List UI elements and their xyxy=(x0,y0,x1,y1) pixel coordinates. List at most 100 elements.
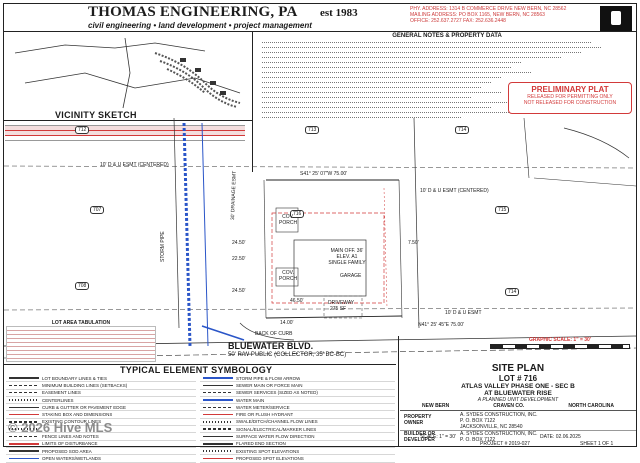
graphic-scale: GRAPHIC SCALE: 1" = 30' xyxy=(490,337,630,349)
legend-symbol xyxy=(9,384,39,387)
lot-number-label: 712 xyxy=(75,126,90,134)
legend-label: CURB & GUTTER OR PAVEMENT EDGE xyxy=(42,404,127,410)
lot-number-label: 707 xyxy=(90,206,105,214)
preliminary-plat-stamp: PRELIMINARY PLAT RELEASED FOR PERMITTING… xyxy=(508,82,632,114)
stamp-line: NOT RELEASED FOR CONSTRUCTION xyxy=(523,100,617,106)
legend-symbol xyxy=(203,435,233,438)
general-notes: GENERAL NOTES & PROPERTY DATA xyxy=(262,33,632,143)
firm-address: PHY. ADDRESS: 1314 B COMMERCE DRIVE NEW … xyxy=(410,6,610,24)
lot-number-label: 708 xyxy=(75,282,90,290)
legend-row: LIMITS OF DISTURBANCE xyxy=(6,441,196,448)
legend-row: WATER MAIN xyxy=(200,397,395,405)
drainage-esmt-line xyxy=(201,122,209,347)
legend-symbol xyxy=(203,421,233,423)
legend-row: CENTERLINES xyxy=(6,397,196,405)
legend-label: FENCE LINES AND NOTES xyxy=(42,434,99,440)
driveway-area-label: 275 SF xyxy=(330,306,347,312)
legend-row: EASEMENT LINES xyxy=(6,390,196,397)
vicinity-map xyxy=(5,33,245,111)
legend-symbol xyxy=(9,443,39,445)
storm-pipe-label: STORM PIPE xyxy=(160,231,166,262)
curb-return xyxy=(239,322,295,341)
legend-row: STORM PIPE & FLOW ARROW xyxy=(200,375,395,383)
legend-label: SEWER SERVICES (SIZED AS NOTED) xyxy=(236,390,318,396)
symbology-left-list: LOT BOUNDARY LINES & TIES MINIMUM BUILDI… xyxy=(6,375,196,463)
legend-label: EASEMENT LINES xyxy=(42,390,81,396)
legend-row: STAKING BOX AND DIMENSIONS xyxy=(6,411,196,419)
symbology-right-list: STORM PIPE & FLOW ARROW SEWER MAIN OR FO… xyxy=(200,375,395,463)
header-divider xyxy=(4,31,636,32)
vicinity-title: VICINITY SKETCH xyxy=(55,110,137,120)
legend-row: OPEN WATERS/WETLANDS xyxy=(6,455,196,463)
subject-lot-front xyxy=(265,315,403,319)
porch-label: COV. PORCH xyxy=(279,214,298,226)
legend-label: WATER MAIN xyxy=(236,397,265,403)
legend-symbol xyxy=(9,457,39,460)
legend-symbol xyxy=(9,391,39,394)
legend-row xyxy=(6,426,196,434)
setback-line xyxy=(383,187,388,309)
cul-de-sac-curve xyxy=(563,127,630,159)
vicinity-map-graphic xyxy=(14,37,241,109)
road-description: 50' R/W PUBLIC (COLLECTOR, 35' BC-BC) xyxy=(228,352,347,358)
easement-line xyxy=(4,165,636,169)
firm-established: est 1983 xyxy=(320,7,358,19)
builder-info: A. SYDES CONSTRUCTION, INC. P. O. BOX 71… xyxy=(460,431,630,443)
legend-label: LIMITS OF DISTURBANCE xyxy=(42,441,98,447)
lot-line xyxy=(398,179,403,319)
legend-row: SIGNAL/ELECTRICAL/MARKER LINES xyxy=(200,426,395,434)
lot-number-label: 716 xyxy=(290,210,305,218)
legend-symbol xyxy=(203,443,233,445)
dimension-label: 24.50' xyxy=(232,288,246,294)
porch-label: COV. PORCH xyxy=(279,270,298,282)
address-line: PHY. ADDRESS: 1314 B COMMERCE DRIVE NEW … xyxy=(410,6,567,12)
legend-label: STORM PIPE & FLOW ARROW xyxy=(236,375,301,381)
site-plan-title: SITE PLAN xyxy=(491,363,545,374)
lot-line xyxy=(533,177,636,187)
legend-label: FLARED END SECTION xyxy=(236,441,286,447)
legend-row: SEWER SERVICES (SIZED AS NOTED) xyxy=(200,390,395,397)
dimension-label: 24.50' xyxy=(232,240,246,246)
lot-title: LOT # 716 xyxy=(498,374,538,383)
builder-address: P. O. BOX 7122 xyxy=(460,437,496,443)
lot-line xyxy=(173,118,180,329)
title-block: GRAPHIC SCALE: 1" = 30' SITE PLAN LOT # … xyxy=(400,336,636,446)
garage-label: GARAGE xyxy=(340,273,362,279)
title-block-divider xyxy=(398,336,399,446)
house-type-label: SINGLE FAMILY xyxy=(328,260,366,266)
legend-label: CENTERLINES xyxy=(42,397,74,403)
location-row: NEW BERN CRAVEN CO. NORTH CAROLINA xyxy=(400,403,636,409)
firm-name: THOMAS ENGINEERING, PA xyxy=(88,4,298,20)
legend-symbol xyxy=(9,428,39,430)
legend-row: SURFACE WATER FLOW DIRECTION xyxy=(200,433,395,441)
stamp-line: RELEASED FOR PERMITTING ONLY xyxy=(527,94,613,100)
road-centerline xyxy=(4,347,636,359)
owner-name: A. SYDES CONSTRUCTION, INC. xyxy=(460,412,538,418)
house-label: MAIN OFF. 36' ELEV. A1 SINGLE FAMILY xyxy=(322,248,372,266)
legend-row: SEWER MAIN OR FORCE MAIN xyxy=(200,382,395,390)
porch-top-outline xyxy=(275,207,299,233)
bearing-label: N41° 25' 45"E 75.00' xyxy=(418,322,464,328)
legend-label: EXISTING CONTOUR LINES xyxy=(42,419,102,425)
dimension-label: 7.50' xyxy=(408,240,419,246)
sheet-number: SHEET 1 OF 1 xyxy=(580,441,614,447)
scale-note: SCALE: 1" = 30' xyxy=(420,434,456,440)
legend-row: WATER METER/SERVICE xyxy=(200,404,395,412)
township: NEW BERN xyxy=(422,403,450,409)
graphic-scale-label: GRAPHIC SCALE: 1" = 30' xyxy=(528,337,592,343)
owner-label: PROPERTY OWNER xyxy=(404,414,432,426)
easement-line xyxy=(4,307,636,311)
legend-label: OPEN WATERS/WETLANDS xyxy=(42,455,102,461)
back-of-curb-label: BACK OF CURB xyxy=(255,331,293,337)
legend-symbol xyxy=(9,413,39,416)
subdivision-name: ATLAS VALLEY PHASE ONE - SEC B xyxy=(461,383,575,390)
builder-label: BUILDER OR DEVELOPER xyxy=(404,431,436,443)
state: NORTH CAROLINA xyxy=(568,403,614,409)
stamp-title: PRELIMINARY PLAT xyxy=(531,85,609,94)
legend-symbol xyxy=(9,406,39,409)
legend-label: SWALE/DITCH/CHANNEL FLOW LINES xyxy=(236,419,318,425)
lot-number-label: 714 xyxy=(455,126,470,134)
legend-row: PROPOSED SOD AREA xyxy=(6,448,196,456)
legend-symbol xyxy=(203,391,233,394)
address-line: MAILING ADDRESS: PO BOX 1165, NEW BERN, … xyxy=(410,12,545,18)
